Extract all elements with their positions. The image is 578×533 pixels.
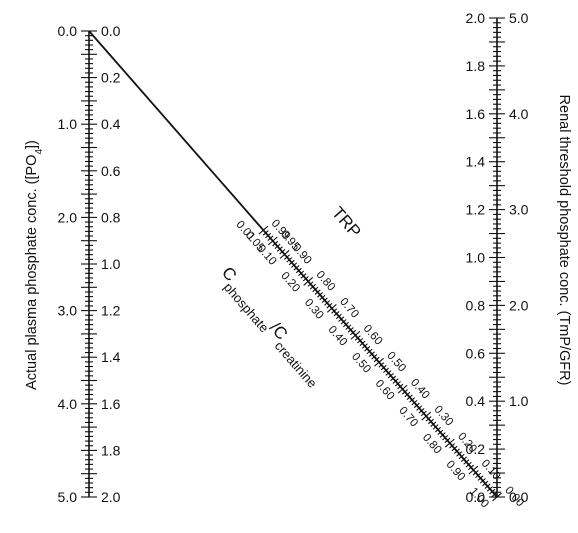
- trp-title: TRP: [328, 203, 365, 241]
- left-axis: 0.0 1.0 2.0 3.0 4.0 5.0 0.0 0.2 0.4 0.6 0.8 1.0 1.2 1…: [58, 23, 121, 505]
- left-outer-label: 3.0: [58, 303, 78, 319]
- trp-label: 0.60: [361, 323, 385, 348]
- clearance-ratio-label: 0.60: [373, 378, 397, 403]
- right-inner-label: 1.0: [466, 250, 486, 266]
- trp-label: 0.90: [290, 242, 314, 267]
- left-inner-label: 0.4: [101, 116, 121, 132]
- left-inner-label: 0.2: [101, 70, 121, 86]
- left-inner-label: 1.4: [101, 349, 121, 365]
- right-outer-label: 3.0: [509, 202, 529, 218]
- clearance-ratio-label: 0.40: [325, 324, 349, 349]
- right-inner-label: 2.0: [466, 10, 486, 26]
- right-outer-label: 5.0: [509, 10, 529, 26]
- right-inner-label: 0.6: [466, 345, 486, 361]
- trp-label: 0.40: [408, 377, 432, 402]
- left-inner-label: 1.2: [101, 303, 121, 319]
- right-inner-label: 0.2: [466, 441, 486, 457]
- left-inner-label: 2.0: [101, 489, 121, 505]
- connector-line: [88, 30, 498, 498]
- clearance-ratio-label: 0.30: [302, 297, 326, 322]
- clearance-ratio-title: Cphosphate/Ccreatinine: [213, 263, 328, 390]
- right-inner-label: 1.4: [466, 154, 486, 170]
- right-axis: 2.0 1.8 1.6 1.4 1.2 1.0 0.8 0.6 0.4 0.2 0.0 5.0 4.0 3…: [466, 10, 529, 505]
- clearance-ratio-label: 0.80: [420, 432, 444, 457]
- clearance-ratio-label: 0.90: [443, 459, 467, 484]
- left-axis-title: Actual plasma phosphate conc. ([PO4]): [24, 140, 45, 390]
- left-inner-label: 0.0: [101, 23, 121, 39]
- left-outer-label: 2.0: [58, 209, 78, 225]
- right-inner-label: 1.2: [466, 202, 486, 218]
- left-outer-label: 0.0: [58, 23, 78, 39]
- trp-label: 0.50: [384, 350, 408, 375]
- right-inner-label: 0.0: [466, 489, 486, 505]
- left-outer-label: 5.0: [58, 489, 78, 505]
- right-inner-label: 1.8: [466, 58, 486, 74]
- right-inner-label: 0.8: [466, 297, 486, 313]
- left-inner-label: 0.8: [101, 209, 121, 225]
- right-outer-label: 1.0: [509, 393, 529, 409]
- right-outer-label: 4.0: [509, 106, 529, 122]
- right-outer-label: 0.0: [509, 489, 529, 505]
- right-inner-label: 1.6: [466, 106, 486, 122]
- trp-label: 0.70: [337, 296, 361, 321]
- right-axis-title: Renal threshold phosphate conc. (TmP/GFR…: [556, 95, 572, 386]
- left-outer-label: 4.0: [58, 396, 78, 412]
- right-inner-label: 0.4: [466, 393, 486, 409]
- left-inner-label: 0.6: [101, 163, 121, 179]
- trp-label: 0.30: [431, 404, 455, 429]
- left-inner-label: 1.6: [101, 396, 121, 412]
- left-inner-label: 1.0: [101, 256, 121, 272]
- clearance-ratio-label: 0.10: [255, 243, 279, 268]
- clearance-ratio-label: 0.50: [349, 351, 373, 376]
- trp-label: 0.80: [313, 269, 337, 294]
- clearance-ratio-label: 0.20: [278, 270, 302, 295]
- left-outer-label: 1.0: [58, 116, 78, 132]
- left-inner-label: 1.8: [101, 442, 121, 458]
- clearance-ratio-label: 0.70: [396, 405, 420, 430]
- trp-label: 0.10: [479, 458, 503, 483]
- right-outer-label: 2.0: [509, 297, 529, 313]
